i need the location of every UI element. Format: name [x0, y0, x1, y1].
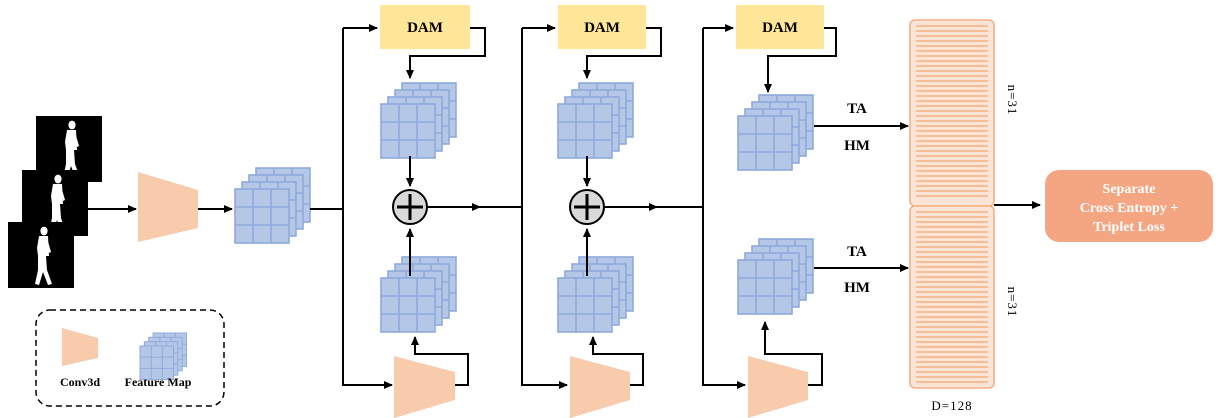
conv3d-block-3: [748, 356, 808, 418]
dam-label-2: DAM: [584, 20, 620, 36]
dimension-label: D=128: [931, 398, 972, 413]
conv3d-block-1: [394, 356, 455, 418]
input-silhouettes: [8, 116, 102, 288]
n-label-lower: n=31: [1005, 287, 1020, 318]
feature-strip-lower: [909, 205, 995, 389]
feature-map-1-upper: [381, 83, 456, 158]
arrow-conv-2-to-fmap: [589, 336, 644, 386]
block-1: DAM: [342, 5, 522, 418]
arrow-conv-1-to-fmap: [411, 336, 469, 386]
feature-map-input: [235, 168, 310, 243]
block-3: DAM TA HM TA HM: [702, 5, 909, 418]
feature-map-3-lower: [738, 239, 813, 314]
arrow-dam-2-to-fmap: [583, 27, 662, 79]
branch-line-lower-3: [702, 28, 746, 389]
feature-map-1-lower: [381, 257, 456, 332]
legend-feature-map-label: Feature Map: [125, 375, 192, 389]
legend-conv3d-icon: [62, 328, 98, 366]
dam-label-3: DAM: [762, 20, 798, 36]
conv3d-block-2: [570, 356, 630, 418]
loss-box: [1045, 170, 1213, 242]
hm-label-lower: HM: [844, 280, 870, 296]
block-2: DAM: [521, 5, 703, 418]
feature-strip-upper: [909, 19, 995, 207]
feature-map-2-upper: [558, 83, 633, 158]
hm-label-upper: HM: [844, 138, 870, 154]
branch-line-lower-2: [521, 28, 568, 389]
loss-line-2: Cross Entropy +: [1080, 201, 1179, 216]
conv3d-block-input: [138, 172, 198, 242]
silhouette-frame-3: [8, 222, 74, 288]
dam-block-3: [736, 5, 824, 49]
legend-box: [35, 309, 225, 407]
legend: Conv3d Feature Map: [35, 309, 225, 407]
feature-map-2-lower: [558, 257, 633, 332]
n-label-upper: n=31: [1005, 85, 1020, 116]
loss-line-1: Separate: [1103, 182, 1156, 197]
feature-map-3-upper: [738, 95, 813, 170]
ta-label-upper: TA: [847, 101, 867, 117]
ta-label-lower: TA: [847, 244, 867, 260]
legend-feature-map-icon: [140, 333, 187, 380]
dam-block-1: [380, 5, 470, 49]
loss-line-3: Triplet Loss: [1093, 220, 1165, 235]
dam-block-2: [558, 5, 646, 49]
branch-line-lower-1: [342, 28, 393, 389]
legend-conv3d-label: Conv3d: [60, 375, 100, 389]
arrow-conv-3-to-fmap: [761, 321, 823, 386]
arrow-dam-3-to-fmap: [764, 27, 837, 93]
dam-label-1: DAM: [407, 20, 443, 36]
